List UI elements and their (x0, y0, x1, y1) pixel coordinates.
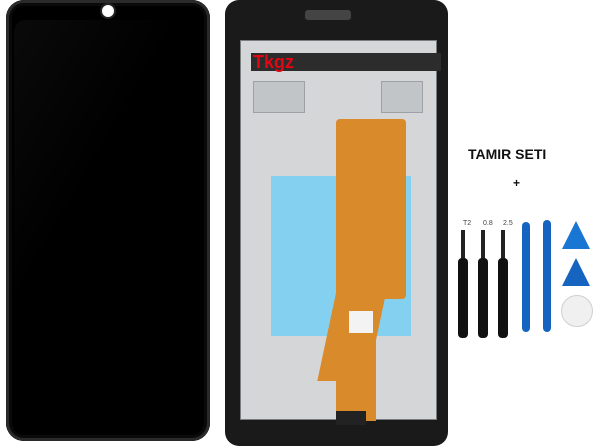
front-camera-notch (102, 5, 114, 17)
screwdriver-2-size: 0.8 (483, 220, 493, 227)
flex-connector (336, 411, 366, 425)
flex-sticker (349, 311, 373, 333)
repair-kit-title: TAMIR SETI (468, 146, 547, 162)
suction-cup (561, 295, 593, 327)
plate-top-edge (251, 53, 441, 71)
plate-detail-right (381, 81, 423, 113)
screwdriver-3-size: 2.5 (503, 220, 513, 227)
brand-watermark: Tkgz (253, 52, 295, 72)
screwdriver-1-size: T2 (463, 220, 472, 227)
pry-tool-1 (522, 222, 530, 332)
repair-kit-plus: + (513, 176, 521, 190)
flex-cable-bottom (336, 341, 376, 421)
plate-detail-left (253, 81, 305, 113)
screen-glass (14, 20, 200, 430)
earpiece-slot (305, 10, 351, 20)
triangle-pick-1 (562, 221, 590, 249)
phone-back-frame (225, 0, 448, 446)
flex-cable-top (336, 119, 406, 299)
triangle-pick-2 (562, 258, 590, 286)
phone-front-screen (6, 0, 210, 441)
pry-tool-2 (543, 220, 551, 332)
midframe-plate (240, 40, 441, 425)
